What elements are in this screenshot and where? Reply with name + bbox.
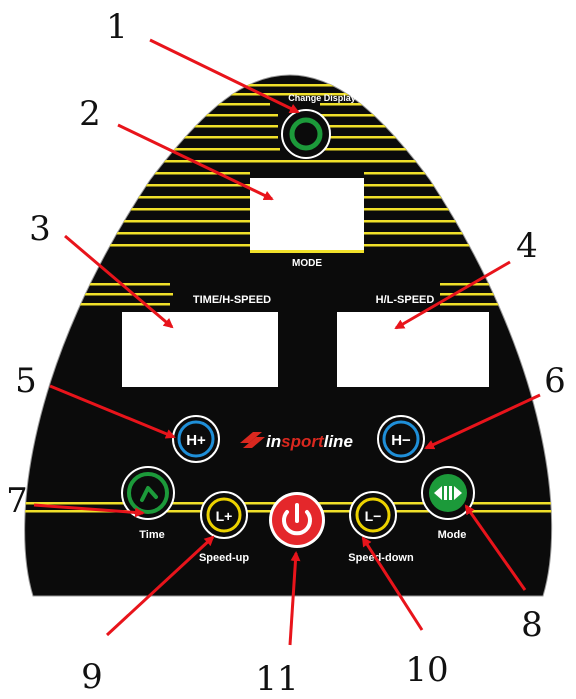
callout-number-1: 1 <box>106 7 128 47</box>
clock-icon <box>140 486 158 502</box>
mode-arrows-icon <box>434 486 462 500</box>
speed-up-caption: Speed-up <box>199 552 249 564</box>
mode-display-label: MODE <box>292 258 322 269</box>
speed-down-caption: Speed-down <box>348 552 414 564</box>
time-caption: Time <box>139 529 164 541</box>
callout-arrow-1 <box>149 38 300 114</box>
callout-arrow-9 <box>105 535 215 637</box>
callout-arrow-2 <box>117 123 274 201</box>
callout-number-5: 5 <box>15 361 37 401</box>
brand-highlight: sport <box>281 432 325 451</box>
callout-arrow-3 <box>64 234 174 329</box>
brand-logo: insportline <box>240 432 353 451</box>
h-plus-button[interactable]: H+ <box>172 415 220 463</box>
callout-number-2: 2 <box>79 94 101 134</box>
time-speed-display-window <box>122 312 278 387</box>
callout-arrow-8 <box>464 504 527 591</box>
callout-number-10: 10 <box>405 650 448 690</box>
callout-number-8: 8 <box>521 605 543 645</box>
change-display-button[interactable] <box>281 109 331 159</box>
callout-number-11: 11 <box>255 659 298 699</box>
callout-number-9: 9 <box>81 657 103 697</box>
mode-button[interactable] <box>421 466 475 520</box>
l-plus-button[interactable]: L+ <box>200 491 248 539</box>
change-display-label: Change Display <box>288 93 356 103</box>
power-icon <box>282 503 312 536</box>
brand-suffix: line <box>324 432 353 451</box>
mode-display-window <box>250 178 364 250</box>
brand-prefix: in <box>266 432 281 451</box>
callout-arrow-10 <box>361 536 424 631</box>
callout-number-4: 4 <box>516 226 538 266</box>
callout-number-7: 7 <box>6 481 28 521</box>
callout-arrow-4 <box>394 260 511 330</box>
callout-arrows <box>33 38 541 646</box>
power-button[interactable] <box>269 492 325 548</box>
l-minus-label: L− <box>365 508 382 524</box>
svg-text:insportline: insportline <box>266 432 353 451</box>
panel-body <box>24 74 553 597</box>
h-minus-button[interactable]: H− <box>377 415 425 463</box>
l-plus-label: L+ <box>216 508 233 524</box>
callout-number-3: 3 <box>29 209 51 249</box>
mode-caption: Mode <box>438 529 467 541</box>
l-minus-button[interactable]: L− <box>349 491 397 539</box>
hl-speed-label: H/L-SPEED <box>376 294 435 306</box>
time-button[interactable] <box>121 466 175 520</box>
mode-display-underline <box>250 250 364 253</box>
callout-arrow-11 <box>288 551 301 646</box>
h-minus-label: H− <box>391 432 411 449</box>
callout-arrow-7 <box>33 503 145 518</box>
callout-arrow-6 <box>424 393 541 450</box>
circle-button-icon <box>289 117 323 151</box>
callout-number-6: 6 <box>544 361 566 401</box>
h-plus-label: H+ <box>186 432 206 449</box>
hl-speed-display-window <box>337 312 489 387</box>
callout-arrow-5 <box>49 384 176 439</box>
callout-numbers: 1 2 3 4 5 6 7 8 9 10 11 <box>6 7 566 699</box>
time-speed-label: TIME/H-SPEED <box>193 294 271 306</box>
